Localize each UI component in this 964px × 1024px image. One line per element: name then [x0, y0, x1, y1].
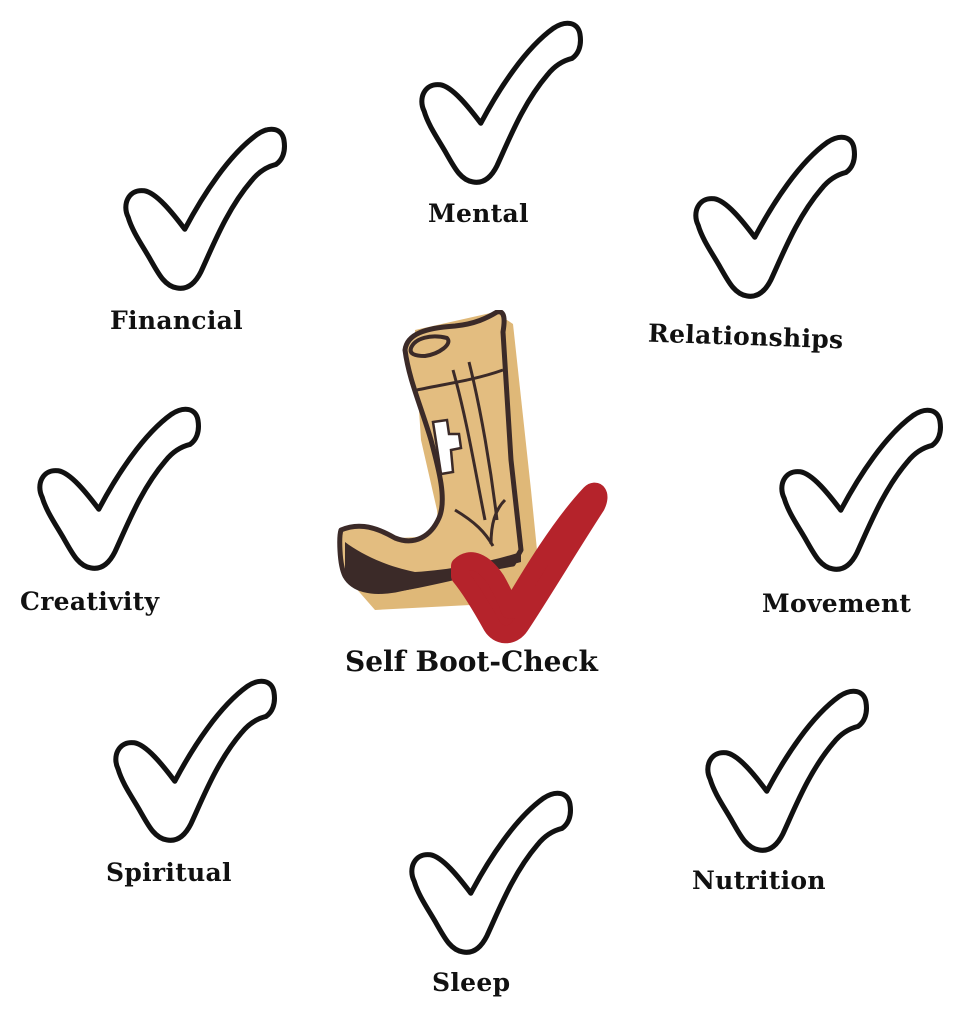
cowboy-boot-icon [337, 310, 551, 610]
center-title: Self Boot-Check [345, 645, 598, 678]
label-financial: Financial [110, 306, 243, 335]
red-checkmark-icon [451, 482, 608, 644]
label-nutrition: Nutrition [692, 866, 826, 895]
checkmark-outline-icon [106, 676, 278, 848]
label-sleep: Sleep [432, 968, 511, 997]
label-movement: Movement [762, 589, 912, 618]
checkmark-outline-icon [698, 686, 870, 858]
label-spiritual: Spiritual [106, 858, 232, 887]
checkmark-outline-icon [402, 788, 574, 960]
checkmark-outline-icon [772, 405, 944, 577]
checkmark-outline-icon [30, 404, 202, 576]
label-creativity: Creativity [20, 587, 160, 616]
label-relationships: Relationships [647, 318, 844, 355]
checkmark-outline-icon [412, 18, 584, 190]
checkmark-outline-icon [116, 124, 288, 296]
checkmark-outline-icon [686, 132, 858, 304]
label-mental: Mental [428, 199, 529, 228]
